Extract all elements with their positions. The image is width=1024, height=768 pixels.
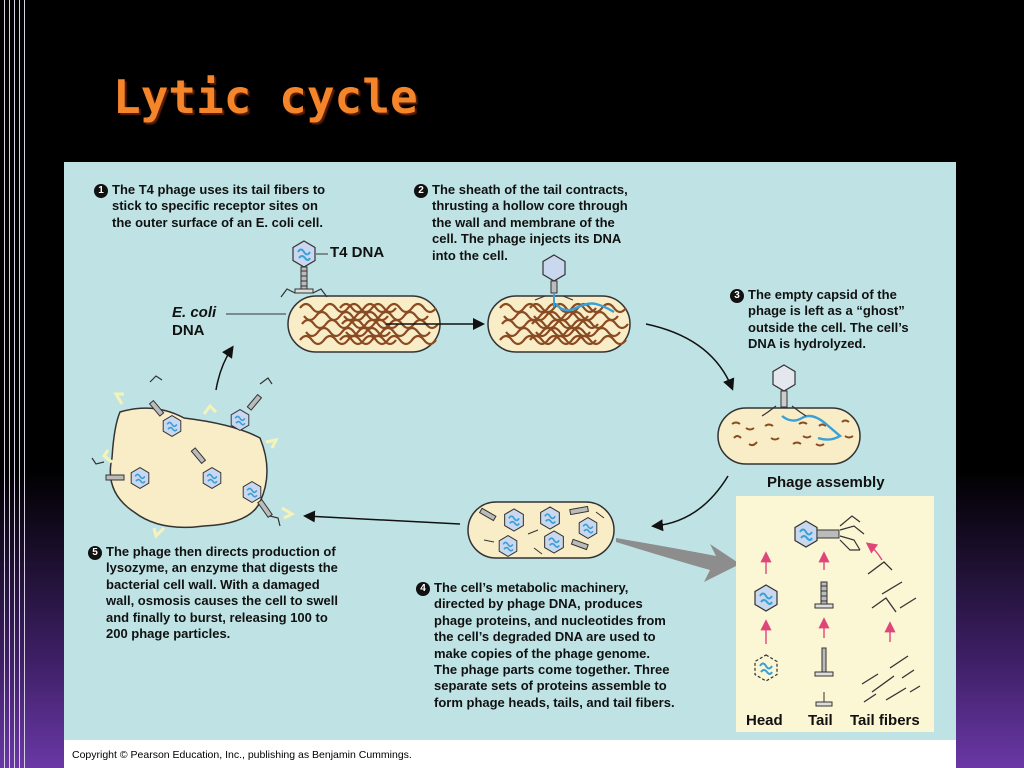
step-1-line-3: the outer surface of an E. coli cell. — [112, 214, 323, 230]
tail-label: Tail — [808, 712, 833, 729]
arrow-step3-to-4 — [651, 475, 729, 532]
step-4-line-2: directed by phage DNA, produces — [434, 596, 643, 612]
step-1-text: 1 The T4 phage uses its tail fibers to st… — [94, 182, 325, 231]
bursting-cell-step5 — [91, 375, 296, 539]
ecoli-cell-step2 — [487, 295, 631, 353]
t4-phage-step2 — [534, 254, 574, 307]
copyright-notice: Copyright © Pearson Education, Inc., pub… — [72, 749, 412, 761]
step-2-line-1: The sheath of the tail contracts, — [432, 182, 628, 197]
step-4-line-5: make copies of the phage genome. — [434, 645, 650, 661]
step-4-line-8: form phage heads, tails, and tail fibers… — [434, 694, 675, 710]
ecoli-cell-step3 — [717, 407, 861, 465]
arrow-step5-to-1 — [215, 345, 234, 391]
ecoli-cell-step4 — [467, 501, 615, 559]
step-4-number: 4 — [416, 582, 430, 596]
step-4-line-7: separate sets of proteins assemble to — [434, 678, 667, 694]
ecoli-dna-label: DNA — [172, 322, 205, 339]
step-2-line-2: thrusting a hollow core through — [432, 198, 628, 214]
arrow-to-assembly — [616, 538, 740, 582]
step-5-line-6: 200 phage particles. — [106, 626, 231, 642]
ecoli-label: E. coli — [172, 304, 217, 321]
step-3-line-2: phage is left as a “ghost” — [748, 303, 905, 319]
lytic-cycle-figure: 1 The T4 phage uses its tail fibers to st… — [64, 162, 956, 768]
step-4-line-6: The phage parts come together. Three — [434, 662, 670, 678]
step-4-line-3: phage proteins, and nucleotides from — [434, 612, 666, 628]
step-4-line-1: The cell’s metabolic machinery, — [434, 580, 629, 595]
step-3-line-1: The empty capsid of the — [748, 287, 897, 302]
step-4-text: 4 The cell’s metabolic machinery, directe… — [416, 580, 675, 711]
step-5-number: 5 — [88, 546, 102, 560]
step-5-line-3: bacterial cell wall. With a damaged — [106, 576, 320, 592]
step-2-line-4: cell. The phage injects its DNA — [432, 231, 622, 247]
phage-assembly-inset — [736, 496, 934, 732]
step-5-line-5: and finally to burst, releasing 100 to — [106, 609, 328, 625]
slide-edge-lines — [0, 0, 28, 768]
phage-assembly-label: Phage assembly — [767, 474, 885, 491]
t4-phage-step1 — [280, 240, 328, 298]
step-2-line-3: the wall and membrane of the — [432, 214, 615, 230]
head-label: Head — [746, 712, 783, 729]
slide-title: Lytic cycle — [113, 70, 418, 124]
step-1-line-2: stick to specific receptor sites on — [112, 198, 318, 214]
step-2-text: 2 The sheath of the tail contracts, thrus… — [414, 182, 628, 264]
phage-ghost-step3 — [761, 364, 807, 417]
step-3-line-3: outside the cell. The cell’s — [748, 319, 909, 335]
step-3-text: 3 The empty capsid of the phage is left a… — [730, 287, 909, 353]
step-3-number: 3 — [730, 289, 744, 303]
step-1-number: 1 — [94, 184, 108, 198]
step-2-number: 2 — [414, 184, 428, 198]
t4-dna-label: T4 DNA — [330, 244, 385, 261]
step-5-line-1: The phage then directs production of — [106, 544, 336, 559]
diagram-panel — [64, 162, 956, 740]
arrow-step4-to-5 — [303, 510, 461, 525]
arrow-step2-to-3 — [645, 323, 735, 391]
step-2-line-5: into the cell. — [432, 247, 508, 263]
step-3-line-4: DNA is hydrolyzed. — [748, 336, 866, 352]
tail-fibers-label: Tail fibers — [850, 712, 920, 729]
step-1-line-1: The T4 phage uses its tail fibers to — [112, 182, 326, 197]
step-4-line-4: the cell’s degraded DNA are used to — [434, 629, 656, 645]
step-5-line-2: lysozyme, an enzyme that digests the — [106, 560, 338, 576]
step-5-line-4: wall, osmosis causes the cell to swell — [106, 593, 338, 609]
step-5-text: 5 The phage then directs production of ly… — [88, 544, 338, 642]
